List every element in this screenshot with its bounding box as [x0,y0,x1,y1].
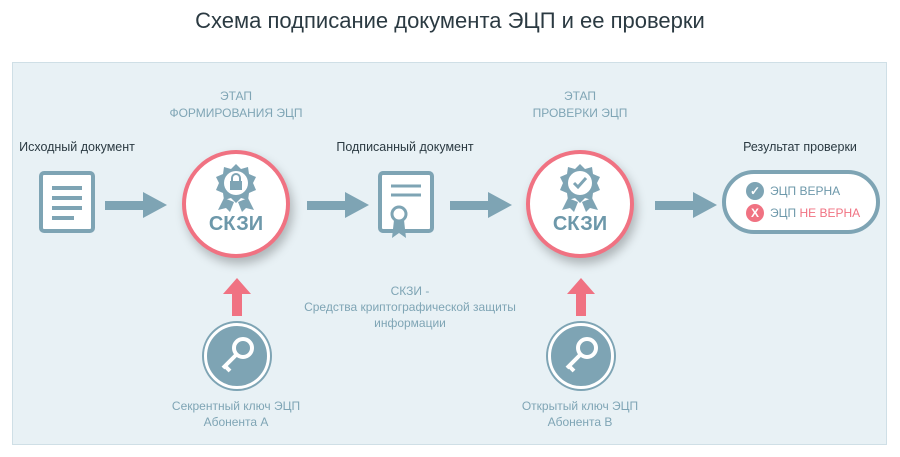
signed-doc-label: Подписанный документ [336,140,474,154]
arrow-right-icon [450,192,512,218]
arrow-right-icon [307,192,369,218]
document-icon [39,171,95,233]
skzi-signing-node: СКЗИ [182,150,290,258]
check-badge-icon [560,164,600,212]
arrow-up-icon [567,278,595,316]
arrow-up-icon [223,278,251,316]
arrow-right-icon [105,192,167,218]
arrow-right-icon [655,192,717,218]
secret-key-node [204,323,270,389]
result-valid: ✓ЭЦП ВЕРНА [746,180,876,202]
skzi-label: СКЗИ [208,213,264,235]
public-key-node [548,323,614,389]
source-doc-label: Исходный документ [19,140,135,154]
lock-badge-icon [216,164,256,212]
check-icon: ✓ [746,182,764,200]
page-title: Схема подписание документа ЭЦП и ее пров… [195,8,705,33]
result-title: Результат проверки [743,140,857,154]
skzi-label: СКЗИ [552,213,608,235]
key-icon [221,337,254,373]
key-icon [565,337,598,373]
signed-document-icon [378,171,434,238]
cross-icon: X [746,204,764,222]
diagram-panel [12,62,887,445]
skzi-verify-node: СКЗИ [526,150,634,258]
